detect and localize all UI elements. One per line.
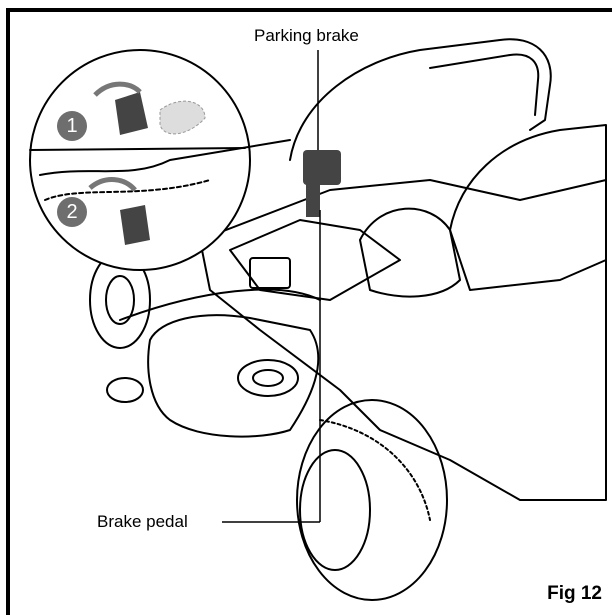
front-caster xyxy=(106,377,144,403)
handlebar xyxy=(289,38,552,161)
display-panel xyxy=(249,257,291,289)
chassis xyxy=(199,179,607,501)
parking-brake-label: Parking brake xyxy=(254,26,359,45)
control-panel xyxy=(229,219,401,301)
figure-frame xyxy=(6,8,612,615)
step-badge-2: 2 xyxy=(57,197,87,227)
handlebar-right xyxy=(429,53,540,116)
seat xyxy=(359,207,461,298)
seat-back xyxy=(449,124,607,291)
rotation-arrow xyxy=(93,81,142,97)
mower-deck xyxy=(147,314,320,438)
cutter-spindle xyxy=(237,359,299,397)
rotation-arrow xyxy=(88,177,137,192)
rear-wheel xyxy=(296,399,448,601)
figure-caption: Fig 12 xyxy=(547,583,602,604)
step-badge-1: 1 xyxy=(57,111,87,141)
brake-pedal-label: Brake pedal xyxy=(97,512,188,531)
